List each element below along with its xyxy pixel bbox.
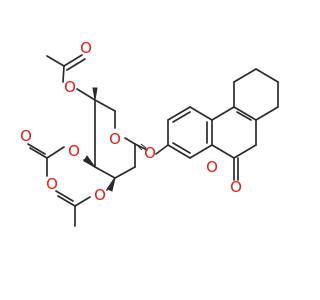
ring-bond-o-c1-right bbox=[124, 137, 136, 145]
oxygen-labels: O O O O O O O O O O bbox=[20, 39, 242, 204]
cyclohexene-bond-2 bbox=[233, 68, 257, 83]
bond-c4-o-top bbox=[76, 88, 96, 101]
aromatic-bonds bbox=[167, 68, 279, 181]
bond-carbonyl-o-bottom-double bbox=[55, 190, 74, 202]
benz-bond-2 bbox=[167, 106, 191, 121]
bond-c1-o-glycoside bbox=[134, 143, 148, 151]
ring-bond-c2-c3 bbox=[114, 166, 136, 179]
sugar-bonds bbox=[27, 54, 169, 227]
benz-double-1 bbox=[172, 111, 191, 123]
molecule-structure: O O O O O O O O O O bbox=[0, 0, 300, 300]
wedge-bottom bbox=[107, 177, 116, 192]
ring-c-bond-3 bbox=[233, 144, 257, 159]
benz-bond-6 bbox=[167, 144, 191, 159]
wedge-mid bbox=[83, 155, 96, 168]
benz-bond-5 bbox=[189, 144, 213, 159]
stereo-bonds bbox=[83, 87, 147, 192]
dash-2 bbox=[140, 143, 147, 149]
bond-carbonyl-o-top bbox=[63, 54, 83, 67]
benz-bond-3 bbox=[189, 106, 213, 121]
oxygen-lactone: O bbox=[206, 158, 218, 176]
bond-o-aryl bbox=[155, 144, 169, 155]
bond-carbonyl-o-bottom bbox=[57, 195, 76, 207]
oxygen-ring: O bbox=[109, 130, 121, 148]
oxygen-glycosidic: O bbox=[144, 144, 156, 162]
bond-carbonyl-o-mid-double bbox=[27, 143, 46, 155]
bond-carbonyl-o-mid bbox=[29, 147, 48, 159]
oxygen-bottom-carbonyl: O bbox=[46, 175, 58, 193]
structure-canvas: O O O O O O O O O O bbox=[0, 0, 300, 300]
background bbox=[0, 0, 300, 300]
oxygen-mid-carbonyl: O bbox=[20, 127, 32, 145]
ring-bond-c4-c5 bbox=[94, 99, 116, 112]
oxygen-top-ester: O bbox=[64, 78, 76, 96]
oxygen-bottom-ester: O bbox=[94, 186, 106, 204]
oxygen-mid-ester: O bbox=[68, 142, 80, 160]
dash-1 bbox=[137, 145, 143, 151]
ring-bond-c3-c4 bbox=[94, 166, 116, 179]
ring-c-bond-4 bbox=[211, 144, 235, 159]
oxygen-lactone-carbonyl: O bbox=[230, 178, 242, 196]
bond-o-carbonyl-top bbox=[62, 65, 65, 83]
cyclohexene-bond-5 bbox=[255, 106, 279, 121]
bond-carbonyl-me-top bbox=[46, 55, 65, 67]
biaryl-bond bbox=[211, 106, 235, 121]
ring-c-double bbox=[236, 111, 252, 121]
wedge-top bbox=[92, 87, 98, 101]
benz-double-3 bbox=[172, 142, 191, 154]
bond-carbonyl-o-top-double bbox=[66, 58, 86, 71]
bond-o-carbonyl-bottom bbox=[74, 196, 91, 207]
bond-o-carbonyl-mid bbox=[46, 146, 65, 159]
oxygen-top-carbonyl: O bbox=[80, 39, 92, 57]
ring-c-bond-1 bbox=[233, 106, 257, 121]
cyclohexene-bond-3 bbox=[255, 68, 279, 83]
